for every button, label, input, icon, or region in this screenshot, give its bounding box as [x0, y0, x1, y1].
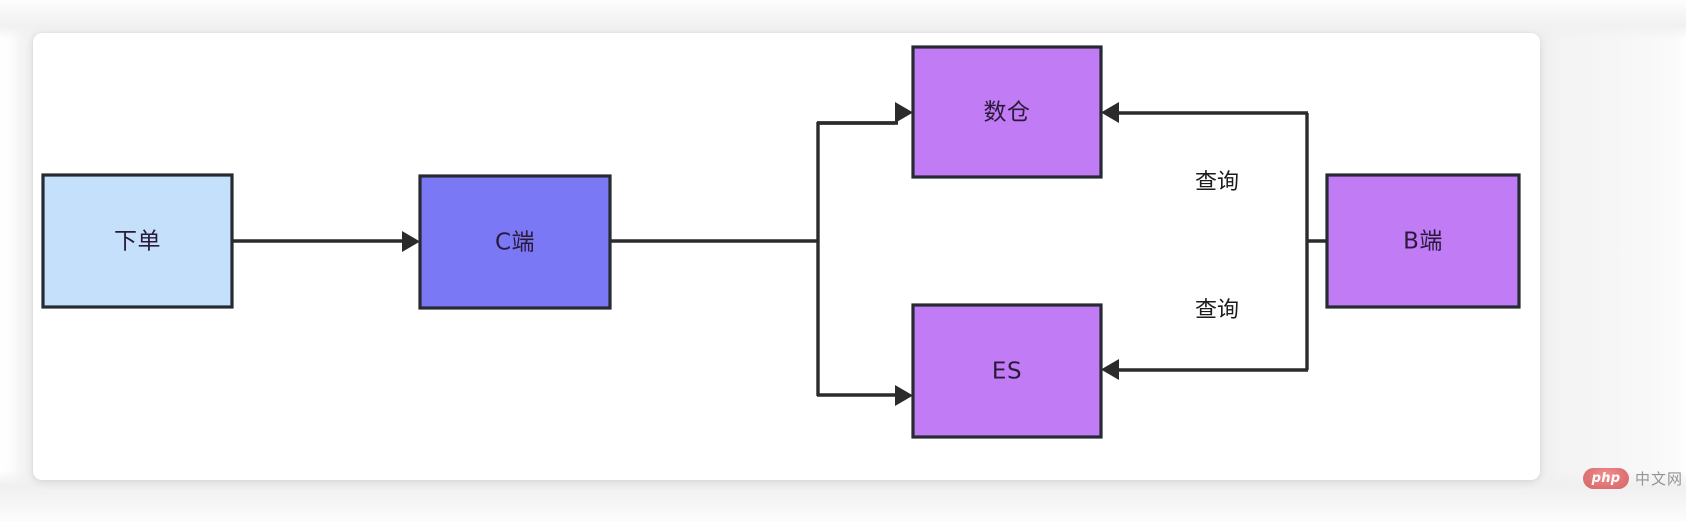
node-b-side[interactable]: B端: [1325, 173, 1521, 309]
node-order[interactable]: 下单: [41, 173, 234, 309]
diagram-card: [33, 33, 1540, 480]
php-logo-icon: php: [1583, 468, 1629, 489]
edge-branch-to-warehouse: [817, 102, 913, 125]
edge-label-query-es-text: 查询: [1195, 298, 1239, 323]
node-es[interactable]: ES: [911, 303, 1103, 439]
watermark-site-label: 中文网: [1635, 470, 1684, 488]
watermark: php 中文网: [1583, 468, 1683, 489]
node-warehouse-label: 数仓: [984, 100, 1031, 126]
node-warehouse-rect[interactable]: [911, 45, 1103, 179]
edge-order-to-c-side: [232, 231, 420, 252]
edge-label-query-warehouse: 查询: [1186, 165, 1248, 199]
node-es-rect[interactable]: [911, 303, 1103, 439]
node-c-side-label: C端: [495, 230, 535, 256]
node-c-side[interactable]: C端: [418, 174, 612, 310]
edge-query-to-warehouse: [1101, 102, 1308, 123]
node-warehouse[interactable]: 数仓: [911, 45, 1103, 179]
node-c-side-rect[interactable]: [418, 174, 612, 310]
node-order-rect[interactable]: [41, 173, 234, 309]
node-b-side-label: B端: [1403, 229, 1443, 255]
node-b-side-rect[interactable]: [1325, 173, 1521, 309]
edge-query-to-es: [1101, 359, 1308, 380]
edge-branch-to-es: [817, 385, 913, 406]
node-order-label: 下单: [114, 229, 161, 255]
node-es-label: ES: [992, 359, 1022, 385]
edge-label-query-es: 查询: [1186, 293, 1248, 327]
edge-label-query-warehouse-text: 查询: [1195, 170, 1239, 195]
